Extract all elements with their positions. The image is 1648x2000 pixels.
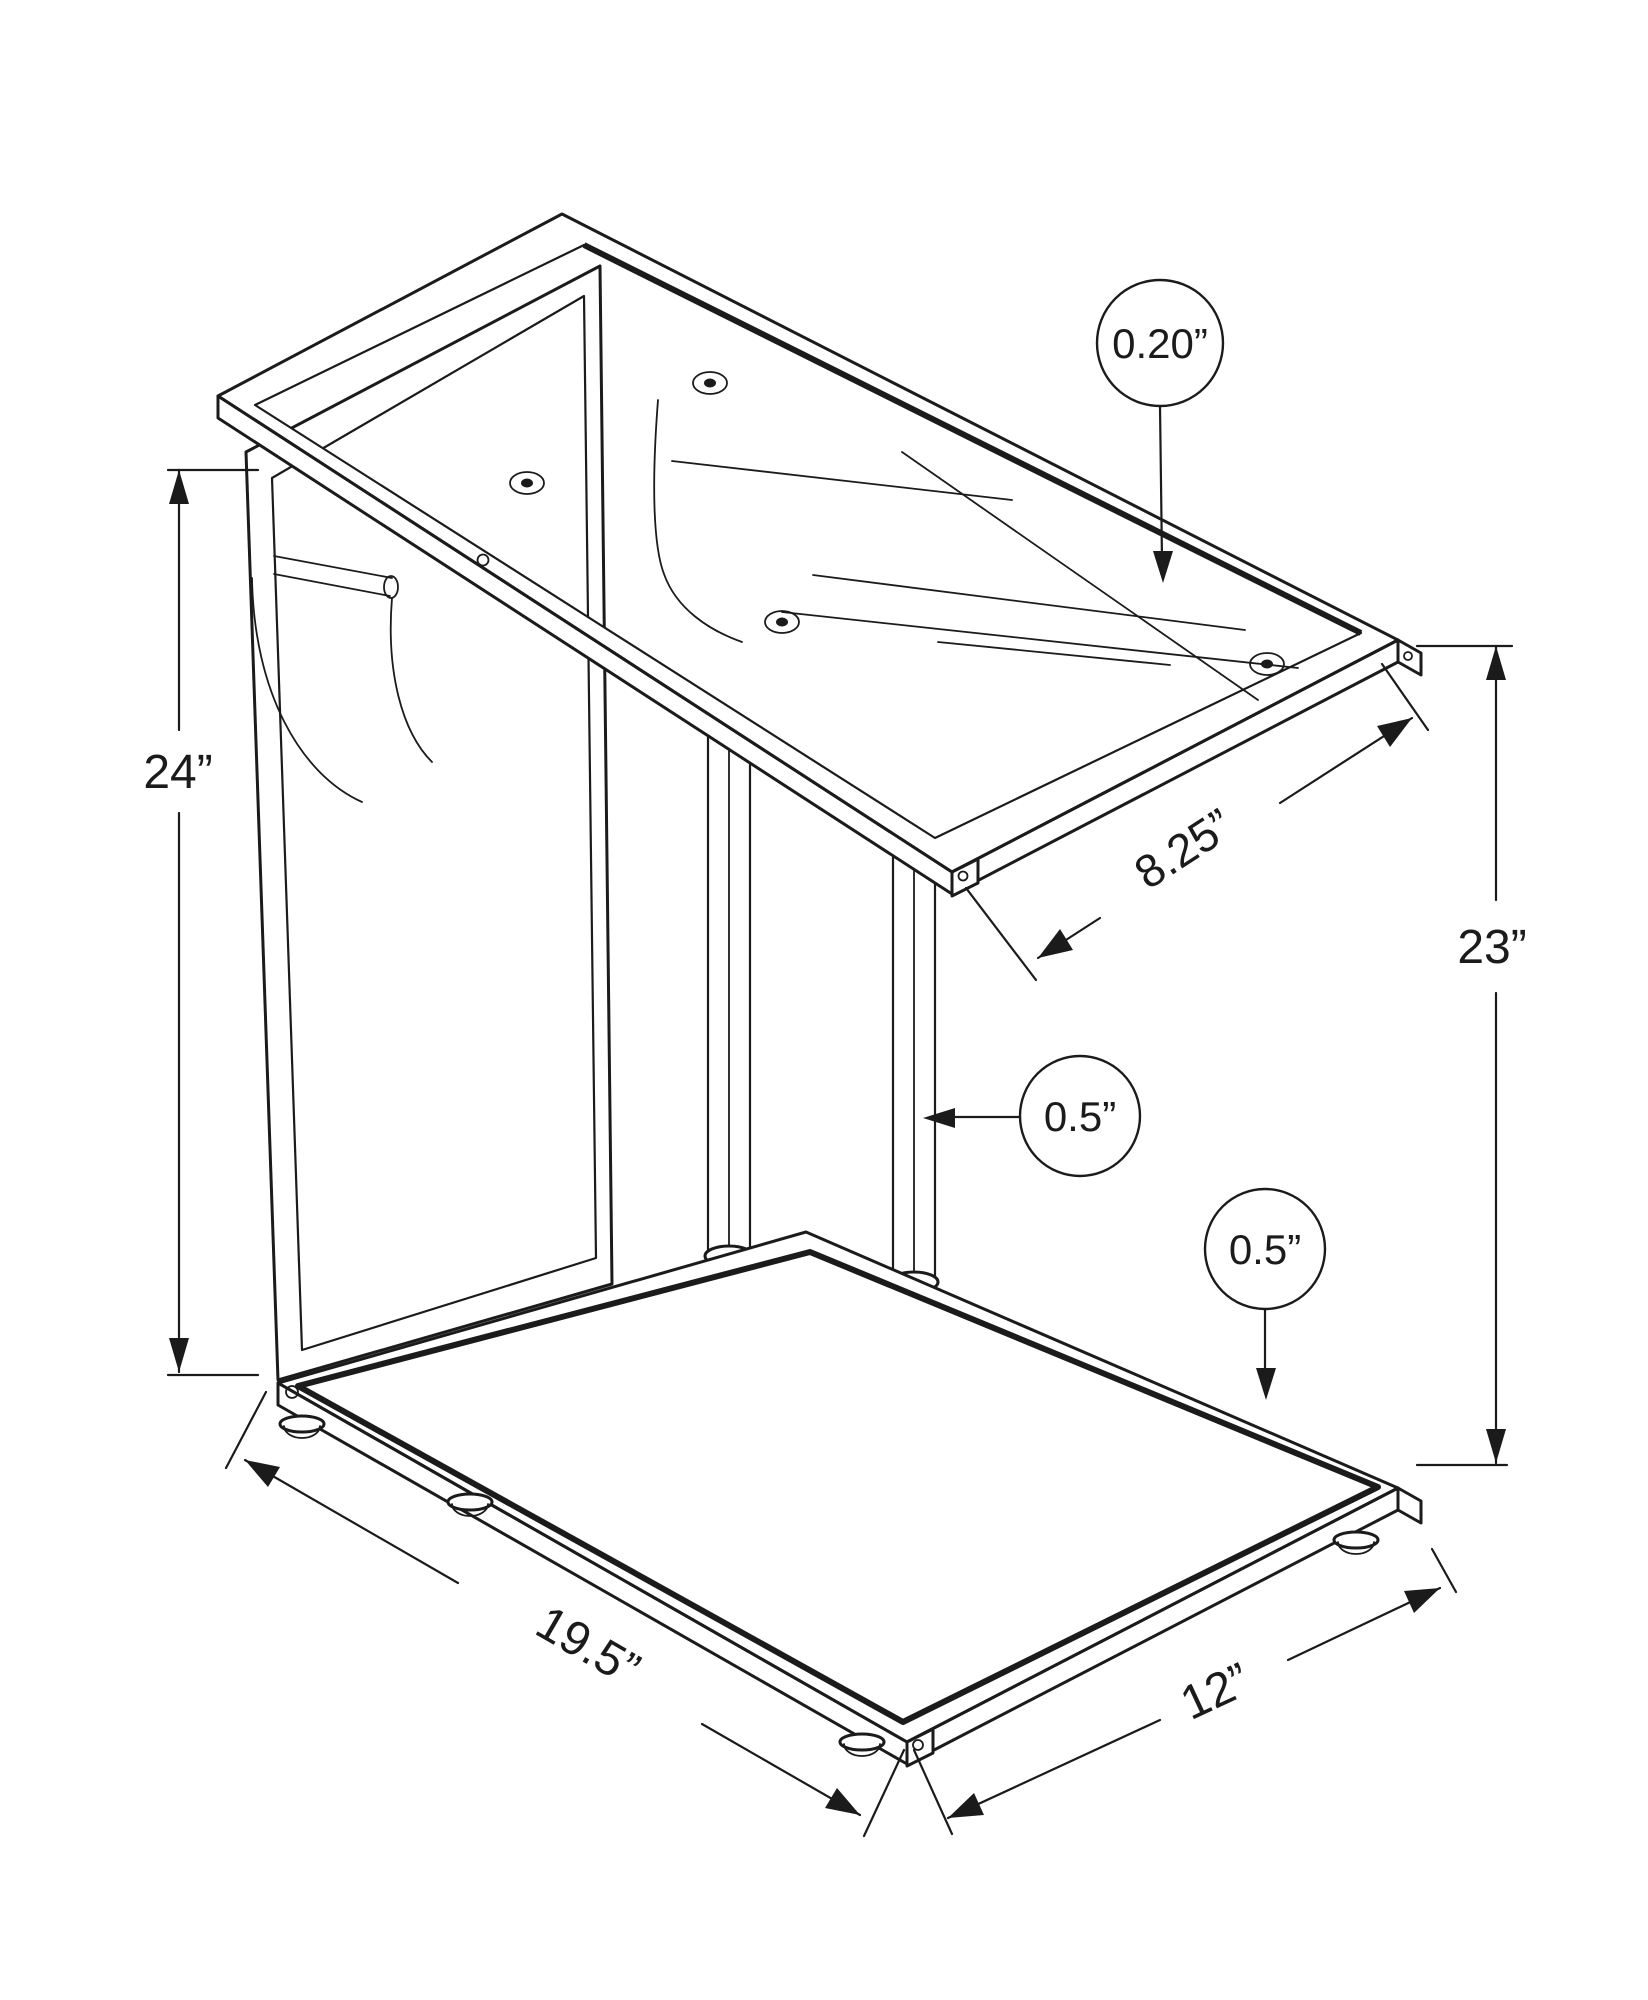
dim-arrow: [1486, 1429, 1506, 1463]
back-frame: [244, 264, 614, 1382]
callout-glass-thickness: 0.20”: [1095, 278, 1225, 583]
extension-line: [964, 886, 1038, 982]
dim-arrow: [1486, 646, 1506, 680]
glass-clip: [764, 610, 800, 634]
foot-glide: [838, 1732, 886, 1757]
base-left-face: [276, 1381, 909, 1766]
glass-reflection: [937, 641, 1171, 666]
sling-rod-cap: [383, 575, 399, 599]
dim-arrow: [245, 1460, 280, 1487]
extension-line: [1380, 662, 1430, 732]
dim-height-right: 23”: [1415, 644, 1527, 1467]
glass-reflection: [671, 460, 1013, 501]
leader-arrow: [1256, 1368, 1276, 1400]
glass-panel: [509, 371, 1299, 701]
dim-label: 19.5”: [527, 1596, 648, 1697]
dim-label: 24”: [143, 746, 212, 799]
base-front-end-cap: [905, 1727, 935, 1768]
front-arm-end-hole: [957, 870, 969, 882]
extension-line: [862, 1748, 906, 1838]
dim-label: 8.25”: [1125, 798, 1241, 899]
right-arm-end-cap: [1396, 638, 1423, 677]
dim-label: 0.20”: [1112, 320, 1208, 367]
magazine-sling: [251, 399, 743, 803]
base-inner: [295, 1249, 1381, 1725]
dim-arrow: [169, 470, 189, 504]
extension-line: [912, 1748, 954, 1836]
dim-line: [243, 1458, 460, 1585]
callout-leg-tube: 0.5”: [923, 1054, 1142, 1178]
extension-line: [1430, 1547, 1458, 1594]
foot-glide: [1332, 1530, 1380, 1555]
dim-height-left: 24”: [143, 468, 260, 1377]
back-frame-outer: [244, 264, 614, 1382]
top-frame-inner-stripe: [582, 242, 1363, 636]
dim-arrow: [1038, 929, 1073, 958]
glass-clip: [1249, 652, 1285, 676]
foot-glide: [278, 1414, 326, 1439]
dim-arrow: [169, 1338, 189, 1372]
dim-label: 12”: [1173, 1653, 1258, 1730]
foot-glide: [446, 1492, 494, 1517]
dim-label: 0.5”: [1229, 1226, 1301, 1273]
sling-through-glass-curve: [653, 399, 743, 643]
front-arm-end-cap: [950, 857, 980, 898]
dim-base-length: 19.5”: [224, 1390, 906, 1838]
front-rail-hole: [476, 553, 490, 567]
dim-arrow: [1404, 1588, 1440, 1613]
extension-line: [224, 1390, 268, 1470]
glass-reflection: [812, 574, 1246, 631]
base-front-end-hole: [912, 1739, 924, 1751]
dim-arrow: [1377, 718, 1412, 747]
dim-arrow: [825, 1788, 860, 1815]
leader-line: [1158, 404, 1164, 562]
dim-label: 0.5”: [1044, 1093, 1116, 1140]
dim-line: [946, 1718, 1162, 1820]
back-frame-inner: [270, 294, 598, 1352]
base-right-end-cap: [1396, 1486, 1423, 1525]
glass-reflection: [781, 611, 1299, 669]
dim-label: 23”: [1457, 921, 1526, 974]
sling-inner-curve: [389, 597, 433, 763]
leader-arrow: [1153, 551, 1173, 583]
rear-leg: [703, 734, 755, 1268]
glass-reflection: [901, 451, 1259, 701]
sling-rod: [273, 555, 393, 579]
glass-clip: [509, 471, 545, 495]
sling-front-curve: [251, 577, 363, 803]
glass-clip: [692, 371, 728, 395]
right-arm-end-hole: [1403, 651, 1413, 661]
leader-arrow: [923, 1108, 955, 1128]
base-frame: [276, 1230, 1423, 1768]
top-frame: [216, 212, 1423, 898]
top-frame-left-face: [216, 394, 954, 896]
front-leg: [888, 854, 940, 1294]
base-corner-hole: [285, 1385, 299, 1399]
callout-base-tube: 0.5”: [1203, 1187, 1327, 1400]
dim-arrow: [948, 1793, 984, 1818]
